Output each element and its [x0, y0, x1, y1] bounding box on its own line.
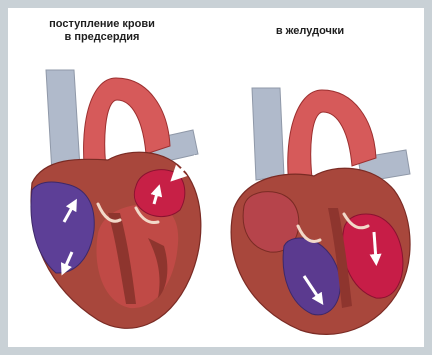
right-heart	[231, 88, 410, 334]
caption-left-line1: поступление крови	[49, 18, 155, 30]
vena-cava-left	[46, 70, 80, 173]
caption-left: поступление крови в предсердия	[32, 18, 172, 44]
left-heart	[31, 70, 201, 328]
heart-diagram	[8, 8, 424, 347]
caption-left-line2: в предсердия	[65, 31, 140, 43]
vena-cava-right	[252, 88, 284, 180]
down-arrow-red	[374, 232, 376, 260]
caption-right: в желудочки	[250, 25, 370, 38]
